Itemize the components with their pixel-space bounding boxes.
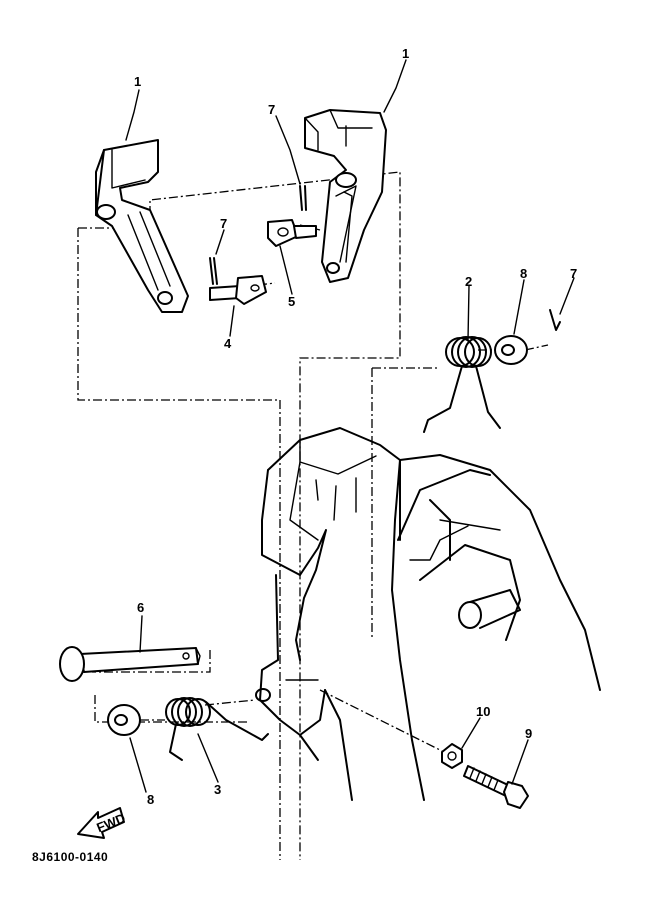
callout-7-left: 7 [220, 216, 227, 231]
washer-lower [107, 704, 141, 736]
nut [441, 743, 463, 769]
torsion-spring-upper [423, 336, 501, 433]
washer-upper [494, 335, 528, 365]
callout-10: 10 [476, 704, 490, 719]
bracket-right [304, 109, 387, 283]
callout-labels: 1 1 7 7 7 4 5 2 8 6 3 8 10 9 [134, 46, 577, 807]
fwd-label: FWD [94, 810, 127, 835]
cotter-pin-2 [209, 257, 218, 285]
callout-7-right: 7 [570, 266, 577, 281]
cotter-pins [209, 185, 561, 331]
pivot-shaft [59, 646, 201, 682]
callout-8-lower: 8 [147, 792, 154, 807]
bolt [463, 765, 529, 809]
cotter-pin-3 [549, 309, 561, 331]
callout-4: 4 [224, 336, 232, 351]
callout-1-right: 1 [402, 46, 409, 61]
bracket-left [95, 139, 189, 313]
pin-5 [267, 219, 317, 247]
pin-4 [209, 275, 267, 305]
callout-8-upper: 8 [520, 266, 527, 281]
torsion-spring-lower [165, 697, 269, 761]
callout-5: 5 [288, 294, 295, 309]
callout-7-top: 7 [268, 102, 275, 117]
leader-lines [125, 59, 575, 793]
callout-3: 3 [214, 782, 221, 797]
cotter-pin-1 [299, 185, 307, 211]
callout-9: 9 [525, 726, 532, 741]
frame-housing [255, 427, 601, 801]
callout-1-left: 1 [134, 74, 141, 89]
callout-6: 6 [137, 600, 144, 615]
callout-2: 2 [465, 274, 472, 289]
drawing-code: 8J6100-0140 [32, 850, 109, 864]
fwd-arrow-icon: FWD [77, 807, 127, 839]
